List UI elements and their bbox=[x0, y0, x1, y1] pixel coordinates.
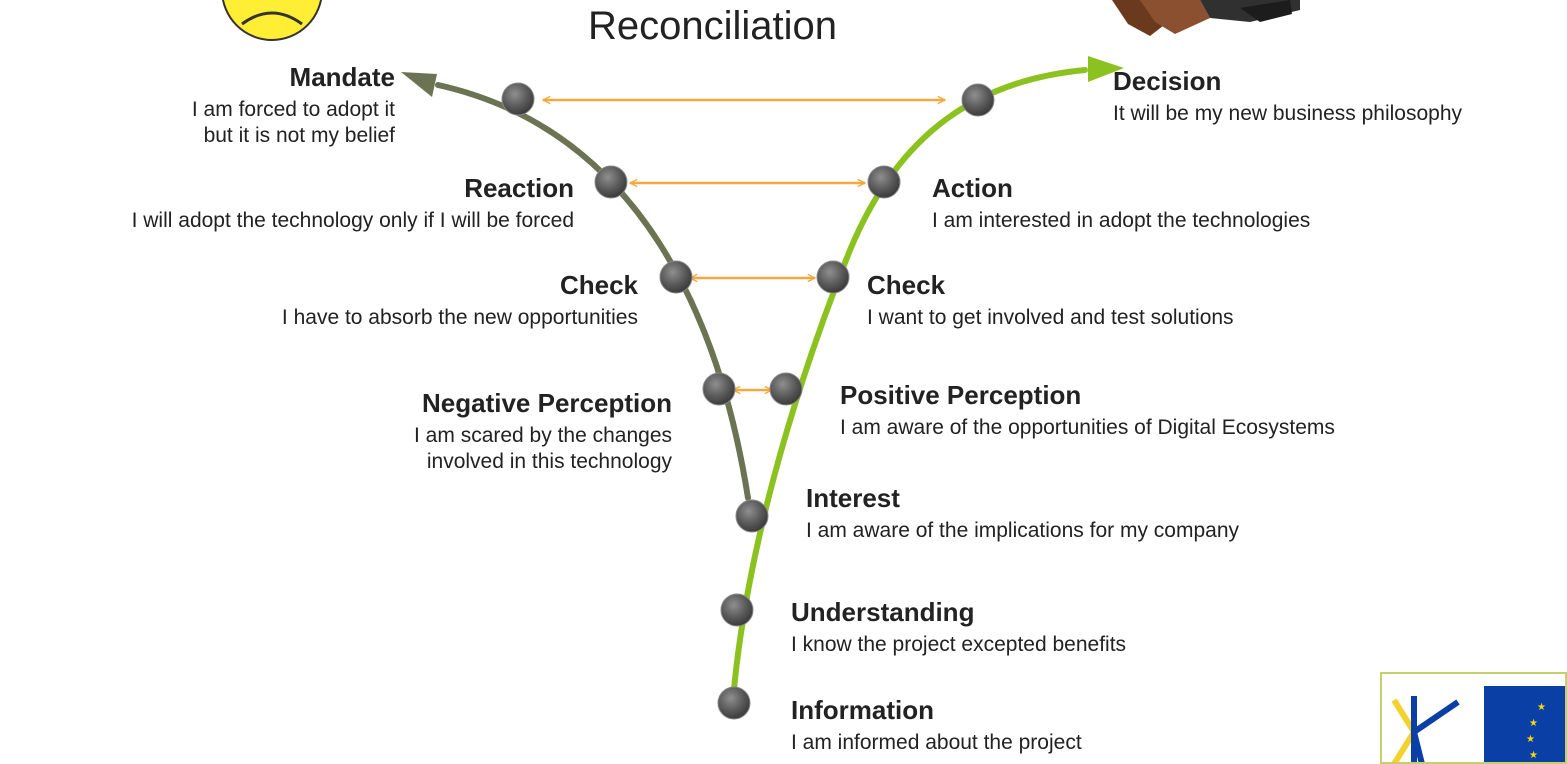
node-positive-check bbox=[816, 260, 850, 294]
node-decision bbox=[961, 83, 995, 117]
stage-title: Check bbox=[867, 270, 946, 300]
stage-description: I want to get involved and test solution… bbox=[867, 306, 1234, 330]
stage-information: Information I am informed about the proj… bbox=[791, 695, 1082, 756]
stage-reaction: Reaction I will adopt the technology onl… bbox=[132, 173, 574, 234]
stage-action: Action I am interested in adopt the tech… bbox=[932, 173, 1310, 234]
node-action bbox=[867, 165, 901, 199]
stage-description: I have to absorb the new opportunities bbox=[281, 306, 638, 330]
stage-decision: Decision It will be my new business phil… bbox=[1113, 66, 1462, 127]
eu-logo-icon: ★ ★ ★ ★ bbox=[1380, 672, 1567, 764]
stage-negative-check: Check I have to absorb the new opportuni… bbox=[282, 270, 638, 331]
stage-description: It will be my new business philosophy bbox=[1113, 102, 1463, 126]
node-positive-perception bbox=[769, 372, 803, 406]
svg-text:★: ★ bbox=[1526, 734, 1535, 745]
stage-negative-perception: Negative Perception I am scared by the c… bbox=[414, 388, 672, 476]
handshake-icon bbox=[1106, 0, 1306, 36]
node-information bbox=[717, 686, 751, 720]
node-reaction bbox=[594, 165, 628, 199]
stage-description: I will adopt the technology only if I wi… bbox=[131, 209, 574, 233]
svg-text:★: ★ bbox=[1537, 702, 1546, 713]
stage-understanding: Understanding I know the project excepte… bbox=[791, 597, 1126, 658]
node-interest bbox=[735, 499, 769, 533]
node-understanding bbox=[720, 593, 754, 627]
stage-positive-perception: Positive Perception I am aware of the op… bbox=[840, 380, 1335, 441]
stage-title: Mandate bbox=[289, 62, 395, 92]
sad-face-icon bbox=[222, 0, 322, 41]
reconciliation-arrows bbox=[543, 100, 945, 390]
stage-title: Negative Perception bbox=[422, 388, 672, 418]
stage-title: Information bbox=[791, 695, 934, 725]
stage-title: Reaction bbox=[464, 173, 574, 203]
stage-description: I know the project excepted benefits bbox=[791, 633, 1127, 657]
svg-text:★: ★ bbox=[1529, 718, 1538, 729]
stage-description: I am forced to adopt it bbox=[191, 98, 395, 122]
stage-mandate: Mandate I am forced to adopt it but it i… bbox=[192, 62, 395, 150]
node-negative-perception bbox=[702, 372, 736, 406]
stage-nodes bbox=[501, 82, 995, 720]
stage-title: Positive Perception bbox=[840, 380, 1082, 410]
stage-description: but it is not my belief bbox=[203, 124, 395, 148]
stage-positive-check: Check I want to get involved and test so… bbox=[867, 270, 1234, 331]
svg-text:★: ★ bbox=[1529, 750, 1538, 761]
stage-title: Understanding bbox=[791, 597, 975, 627]
stage-title: Action bbox=[932, 173, 1013, 203]
stage-description: I am interested in adopt the technologie… bbox=[932, 209, 1311, 233]
node-mandate bbox=[501, 82, 535, 116]
stage-interest: Interest I am aware of the implications … bbox=[806, 483, 1239, 544]
stage-description: I am aware of the opportunities of Digit… bbox=[840, 416, 1335, 440]
stage-title: Decision bbox=[1113, 66, 1222, 96]
node-negative-check bbox=[659, 260, 693, 294]
stage-description: I am informed about the project bbox=[791, 731, 1082, 755]
stage-title: Interest bbox=[806, 483, 900, 513]
diagram-title: Reconciliation bbox=[588, 4, 838, 48]
stage-description: I am aware of the implications for my co… bbox=[806, 519, 1240, 543]
stage-title: Check bbox=[559, 270, 638, 300]
stage-description: I am scared by the changes bbox=[414, 424, 672, 448]
stage-description: involved in this technology bbox=[426, 450, 672, 474]
